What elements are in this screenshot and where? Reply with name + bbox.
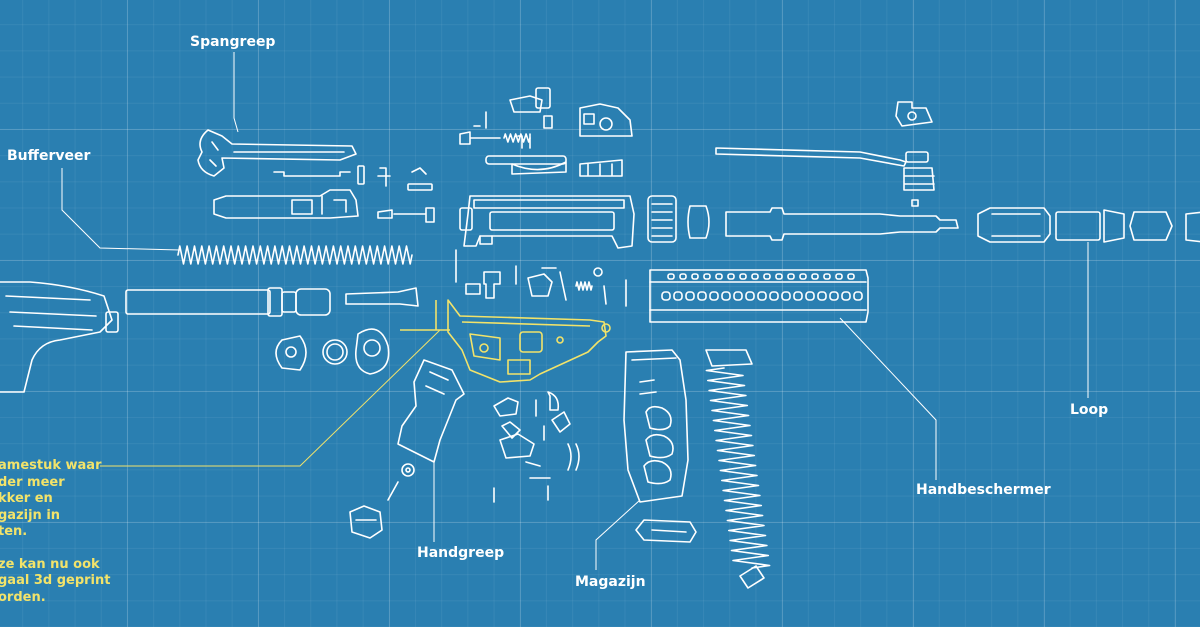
label-magazijn: Magazijn bbox=[575, 574, 646, 590]
note-line-3: kker en bbox=[0, 491, 53, 506]
note-line-1: amestuk waar bbox=[0, 458, 102, 473]
buffer-tube bbox=[125, 287, 331, 317]
magazine-spring bbox=[705, 349, 771, 589]
bolt-carrier bbox=[213, 189, 359, 219]
fire-control-parts bbox=[455, 249, 627, 307]
receiver-rings bbox=[275, 328, 390, 375]
charging-handle bbox=[197, 129, 357, 177]
note-line-7: gaal 3d geprint bbox=[0, 573, 111, 588]
barrel bbox=[725, 207, 959, 241]
label-bufferveer: Bufferveer bbox=[7, 148, 91, 164]
leader-lines bbox=[61, 52, 1089, 570]
leader-lower-receiver bbox=[100, 329, 441, 467]
rear-sight-parts bbox=[459, 87, 567, 175]
label-handgreep: Handgreep bbox=[417, 545, 505, 561]
front-sight bbox=[895, 101, 935, 207]
magazine bbox=[623, 349, 689, 503]
note-line-5: ten. bbox=[0, 524, 28, 539]
safety-selector bbox=[349, 505, 383, 539]
buffer-spring bbox=[177, 245, 413, 265]
leader-magazijn bbox=[595, 499, 641, 570]
small-pins-1 bbox=[273, 165, 433, 191]
note-line-8: orden. bbox=[0, 589, 46, 605]
leader-bufferveer bbox=[61, 168, 181, 251]
leader-spangreep bbox=[233, 52, 239, 133]
label-handbeschermer: Handbeschermer bbox=[916, 482, 1051, 498]
handguard bbox=[649, 269, 869, 323]
magazine-floorplate bbox=[635, 519, 697, 543]
note-line-4: gazijn in bbox=[0, 507, 61, 523]
note-line-2: der meer bbox=[0, 474, 65, 490]
lower-receiver-note: amestuk waar der meer kker en gazijn in … bbox=[0, 458, 110, 606]
label-spangreep: Spangreep bbox=[190, 34, 276, 50]
muzzle-devices bbox=[977, 207, 1200, 243]
lower-receiver bbox=[400, 299, 611, 383]
sight-block bbox=[579, 103, 633, 177]
trigger-parts bbox=[493, 391, 580, 503]
upper-receiver bbox=[459, 195, 635, 249]
label-loop: Loop bbox=[1070, 402, 1109, 418]
note-line-6: ze kan nu ook bbox=[0, 556, 100, 572]
gas-tube bbox=[715, 147, 907, 167]
buttstock bbox=[0, 281, 119, 393]
pistol-grip bbox=[387, 359, 465, 501]
barrel-nut bbox=[647, 195, 710, 243]
buffer bbox=[345, 287, 419, 307]
bolt-firing-pin bbox=[377, 207, 435, 223]
leader-handbeschermer bbox=[839, 317, 937, 480]
